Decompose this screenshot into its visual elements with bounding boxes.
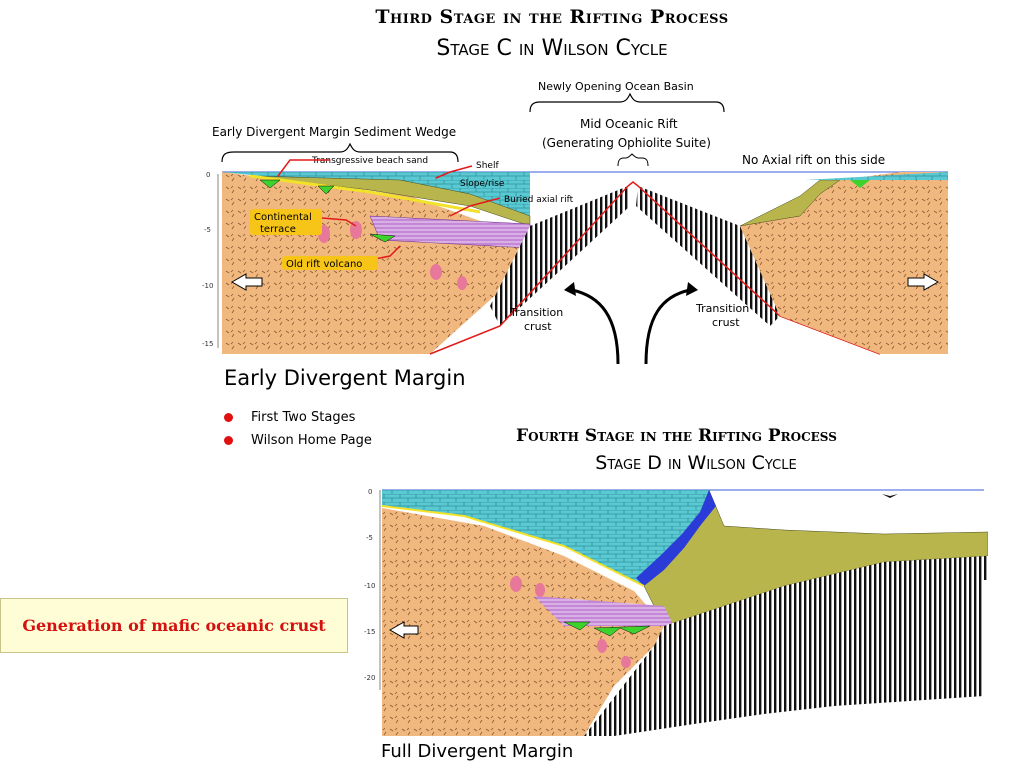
depth-tick-10: -10: [364, 582, 375, 590]
caption-early-divergent: Early Divergent Margin: [224, 366, 466, 390]
nav-item-first-two-stages[interactable]: First Two Stages: [222, 406, 372, 429]
nav-list: First Two Stages Wilson Home Page: [222, 406, 372, 452]
depth-tick-5: -5: [366, 534, 373, 542]
right-continent: [740, 172, 948, 354]
label-continental: Continental: [254, 212, 312, 223]
label-beach-sand: Transgressive beach sand: [311, 156, 428, 166]
buried-basin: [534, 596, 674, 626]
label-transition-right-2: crust: [712, 316, 740, 329]
right-arrow-icon: [907, 273, 940, 291]
bullet-icon: [224, 413, 233, 422]
nav-label[interactable]: Wilson Home Page: [251, 433, 372, 448]
diagram-stage-c: 0 -5 -10 -15 Newly Opening Ocean Basin M…: [202, 80, 948, 365]
side-note-text: Generation of mafic oceanic crust: [22, 616, 326, 635]
left-sediment-wedge: [249, 175, 531, 227]
label-mid-oceanic-rift: Mid Oceanic Rift: [580, 117, 678, 131]
oceanic-crust: [584, 556, 988, 736]
label-terrace: terrace: [260, 224, 296, 235]
depth-tick-10: -10: [202, 282, 213, 290]
label-transition-right: Transition: [695, 302, 749, 315]
label-buried-axial: Buried axial rift: [504, 195, 574, 205]
bullet-icon: [224, 436, 233, 445]
depth-tick-15: -15: [202, 340, 213, 348]
left-ocean-water: [222, 172, 530, 226]
left-arrow-icon: [388, 621, 419, 639]
caption-full-divergent: Full Divergent Margin: [381, 741, 574, 762]
depth-tick-0: 0: [206, 171, 210, 179]
stage-d-title: Fourth Stage in the Rifting Process: [516, 426, 837, 446]
blue-crust-ridge: [636, 490, 716, 586]
label-newly-opening: Newly Opening Ocean Basin: [538, 80, 694, 93]
label-transition-left-2: crust: [524, 320, 552, 333]
label-no-axial: No Axial rift on this side: [742, 153, 885, 167]
right-transition-crust: [636, 186, 780, 326]
label-slope-rise: Slope/rise: [460, 179, 505, 189]
nav-label[interactable]: First Two Stages: [251, 410, 356, 425]
label-old-rift-volcano: Old rift volcano: [286, 259, 362, 270]
label-generating: (Generating Ophiolite Suite): [542, 136, 711, 150]
label-shelf: Shelf: [476, 161, 499, 171]
bird-icon: [882, 494, 898, 498]
side-note-box: Generation of mafic oceanic crust: [0, 598, 348, 653]
diagram-stage-d: 0 -5 -10 -15 -20: [364, 488, 988, 736]
depth-tick-0: 0: [368, 488, 372, 496]
depth-tick-20: -20: [364, 674, 375, 682]
label-transition-left: Transition: [509, 306, 563, 319]
depth-tick-5: -5: [204, 226, 211, 234]
continent-block: [382, 508, 664, 736]
left-arrow-icon: [230, 273, 263, 291]
stage-d-subtitle: Stage D in Wilson Cycle: [595, 452, 797, 474]
stage-c-subtitle: Stage C in Wilson Cycle: [436, 36, 668, 61]
depth-tick-15: -15: [364, 628, 375, 636]
label-early-wedge: Early Divergent Margin Sediment Wedge: [212, 125, 456, 139]
ocean-water: [382, 490, 709, 586]
stage-c-title: Third Stage in the Rifting Process: [375, 6, 729, 28]
nav-item-wilson-home[interactable]: Wilson Home Page: [222, 429, 372, 452]
